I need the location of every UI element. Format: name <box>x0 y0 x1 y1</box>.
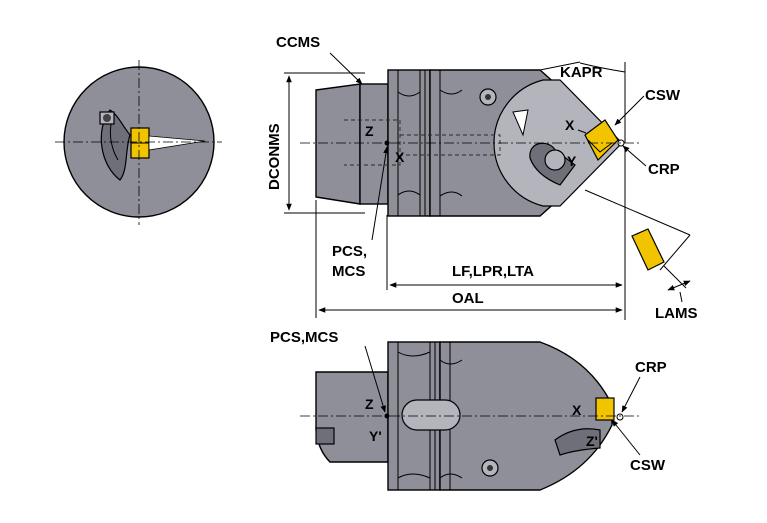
pcs-mcs-bottom-label: PCS,MCS <box>270 329 338 346</box>
crp-bottom-label: CRP <box>635 359 667 376</box>
kapr-ext <box>539 61 581 71</box>
pcs-mcs-top-line1: PCS, <box>332 243 367 260</box>
top-x-label: X <box>395 149 405 165</box>
side-clamp <box>554 428 601 456</box>
top-head-notch-2 <box>439 191 463 197</box>
pcs-mcs-top-line2: MCS <box>332 263 365 280</box>
lams-insert <box>631 228 665 271</box>
kapr-arc <box>579 62 626 73</box>
end-view <box>55 60 222 225</box>
csw-top-leader <box>614 95 645 126</box>
side-view: Z Y' X Z' <box>300 341 640 491</box>
lams-label: LAMS <box>655 305 698 322</box>
side-insert <box>595 397 615 421</box>
side-head-x-label: X <box>572 402 582 418</box>
side-y-label: Y' <box>369 428 382 444</box>
top-flange-notch-1 <box>397 91 421 97</box>
crp-top-label: CRP <box>648 161 680 178</box>
end-view-clamp <box>100 109 131 181</box>
top-flange-notch-2 <box>397 190 421 196</box>
crp-bottom-leader <box>621 376 641 413</box>
side-pcs-point <box>384 413 390 419</box>
pcs-mcs-top-leader <box>371 146 389 241</box>
top-head-x-label: X <box>565 117 575 133</box>
ccms-leader <box>329 52 363 85</box>
lams-dim <box>667 280 691 291</box>
top-screw-1-hole <box>485 94 491 100</box>
top-shank <box>315 83 361 205</box>
side-head-notch-2 <box>439 473 463 479</box>
side-flange-notch-2 <box>397 473 431 479</box>
csw-top-label: CSW <box>645 87 681 104</box>
top-clamp-screw <box>544 149 566 171</box>
top-coolant-slot <box>512 109 529 137</box>
top-head-notch-1 <box>439 89 463 95</box>
side-dimensions: PCS,MCS CRP CSW <box>270 329 667 474</box>
top-hidden-bore <box>344 119 401 166</box>
lams-ext <box>663 265 687 289</box>
top-insert-detail <box>587 139 613 153</box>
ccms-label: CCMS <box>276 34 320 51</box>
top-pcs-point <box>384 140 390 146</box>
top-view: Z X X Y <box>300 69 640 217</box>
side-shank-key <box>315 427 335 445</box>
top-head-y-label: Y <box>567 153 577 169</box>
csw-bottom-leader <box>611 419 641 456</box>
csw-bottom-label: CSW <box>630 457 666 474</box>
side-head-z-label: Z' <box>586 433 598 449</box>
side-oval-slot <box>401 399 461 431</box>
lams-leader <box>679 291 683 303</box>
top-hidden-channel <box>400 134 501 156</box>
top-shank-collar <box>359 83 389 205</box>
side-z-label: Z <box>365 396 374 412</box>
lf-lpr-lta-label: LF,LPR,LTA <box>452 263 534 280</box>
pcs-mcs-bottom-leader <box>364 345 386 413</box>
top-z-label: Z <box>365 123 374 139</box>
kapr-label: KAPR <box>560 64 603 81</box>
crp-top-leader <box>622 145 647 167</box>
dconms-label: DCONMS <box>266 123 283 190</box>
lams-proj-1 <box>584 189 691 236</box>
top-insert <box>584 119 619 162</box>
end-view-screw-head <box>103 114 111 122</box>
top-dimensions: CCMS DCONMS KAPR CSW CRP LAMS PCS, MCS <box>266 34 698 322</box>
oal-label: OAL <box>452 290 484 307</box>
side-flange-notch-1 <box>397 351 431 357</box>
lams-proj-2 <box>659 234 691 271</box>
side-head-notch-1 <box>439 359 463 365</box>
end-view-chip-gap <box>148 135 206 151</box>
side-screw-hole <box>487 465 493 471</box>
side-crp-dot <box>616 413 624 421</box>
top-head-x-tick <box>577 129 587 134</box>
